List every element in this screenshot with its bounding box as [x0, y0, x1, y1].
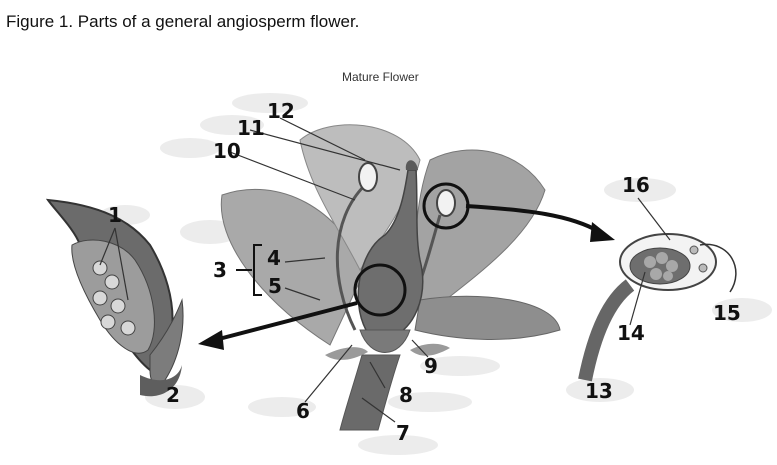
pistil [357, 160, 424, 336]
diagram-subtitle: Mature Flower [342, 70, 419, 84]
label-11: 11 [237, 116, 265, 140]
label-7: 7 [396, 421, 410, 445]
ovary-zoom-circle [353, 263, 407, 317]
label-6: 6 [296, 399, 310, 423]
zoom-arrows [198, 204, 615, 350]
ovary-detail [45, 198, 184, 397]
label-13: 13 [585, 379, 613, 403]
label-8: 8 [399, 383, 413, 407]
petals [220, 124, 561, 346]
label-10: 10 [213, 139, 241, 163]
label-9: 9 [424, 354, 438, 378]
receptacle-stem [325, 329, 450, 431]
label-12: 12 [267, 99, 295, 123]
leader-lines [99, 117, 671, 423]
label-15: 15 [713, 301, 741, 325]
label-4: 4 [267, 246, 281, 270]
label-5: 5 [268, 274, 282, 298]
label-3: 3 [213, 258, 227, 282]
bracket-3 [253, 244, 262, 296]
label-16: 16 [622, 173, 650, 197]
figure-title: Figure 1. Parts of a general angiosperm … [6, 12, 360, 31]
answer-blanks [100, 93, 772, 455]
label-2: 2 [166, 383, 180, 407]
label-14: 14 [617, 321, 645, 345]
label-1: 1 [108, 203, 122, 227]
